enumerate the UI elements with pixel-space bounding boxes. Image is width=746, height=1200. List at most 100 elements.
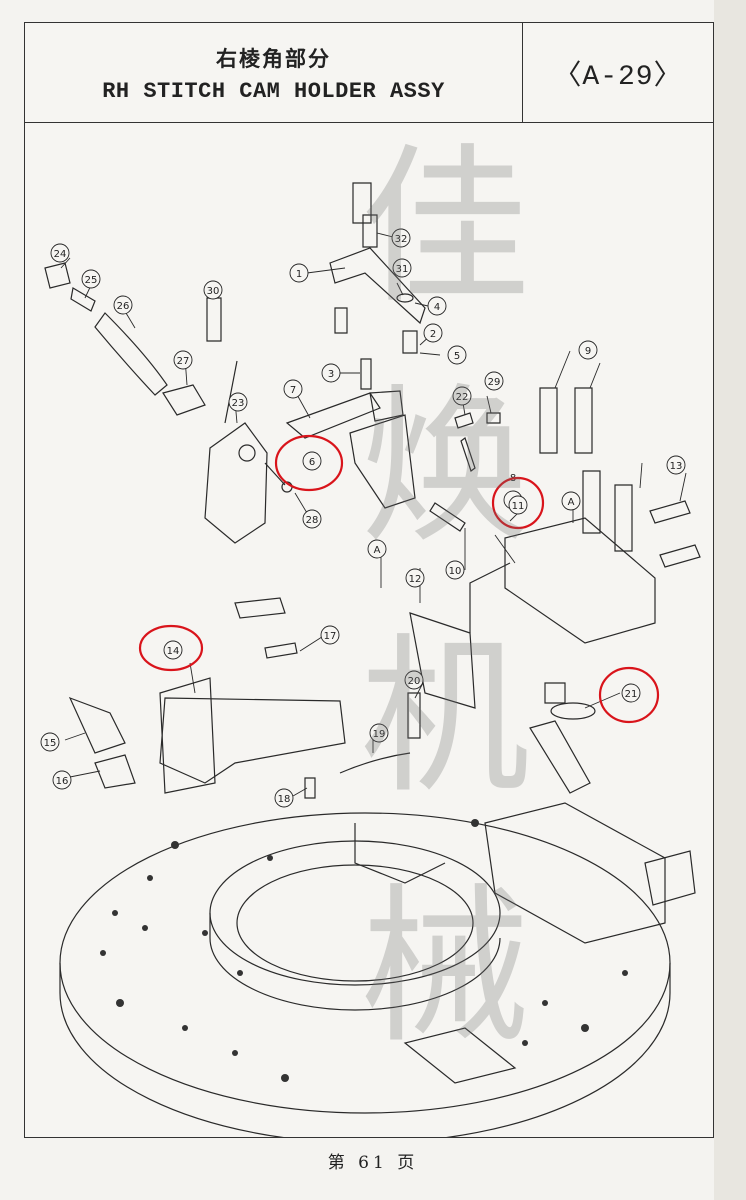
bolt-9b [574,387,593,454]
screw-13b [659,544,701,568]
nut-27 [162,384,206,416]
callout-30: 30 [207,286,220,297]
pin-4 [402,330,418,354]
washer-21 [550,702,596,720]
page-code-cell: 〈A-29〉 [523,23,713,122]
plate-12 [409,612,476,709]
base-holes [100,819,628,1082]
callout-23: 23 [232,398,245,409]
title-cell: 右棱角部分 RH STITCH CAM HOLDER ASSY [25,23,523,122]
base-plate-edge [59,963,671,1137]
arrow-label-a-left: A [374,545,381,556]
page-code: 〈A-29〉 [553,61,683,93]
spring-19 [339,752,411,774]
callout-13: 13 [670,461,683,472]
callout-12: 12 [409,574,422,585]
callout-28: 28 [306,515,319,526]
lever-1 [329,247,426,325]
screw-20 [407,692,421,739]
callout-26: 26 [117,301,130,312]
pin-2 [334,307,348,334]
base-slot [403,1027,517,1084]
highlight-callout-6 [274,434,344,492]
screw-14 [234,597,286,619]
plate-12-lead [469,562,511,633]
callout-bubbles [40,228,686,808]
screw-top [352,182,372,224]
slider-7 [285,392,381,439]
cam-holder-14 [159,697,346,784]
callout-5: 5 [454,351,460,362]
callout-19: 19 [373,729,386,740]
pin-10 [429,502,466,532]
callout-14: 14 [167,646,180,657]
highlight-callout-11 [491,476,545,530]
assembled-unit [484,802,666,944]
header: 右棱角部分 RH STITCH CAM HOLDER ASSY 〈A-29〉 [25,23,713,123]
callout-18: 18 [278,794,291,805]
screw-25 [70,287,96,312]
bracket-23 [204,422,268,544]
slider-7-head [369,390,404,422]
callout-11: 11 [512,501,525,512]
washer-31 [396,293,414,303]
callout-4: 4 [434,302,440,313]
assembled-tab [644,850,696,906]
bolt-30 [206,297,222,342]
adjacent-page-edge [714,0,746,1200]
callout-29: 29 [488,377,501,388]
screw-3 [360,358,372,390]
block-6 [349,414,416,509]
title-english: RH STITCH CAM HOLDER ASSY [102,79,445,104]
screw-17 [264,642,298,659]
callout-20: 20 [408,676,421,687]
callout-7: 7 [290,385,296,396]
callout-32: 32 [395,234,408,245]
knob-24 [44,262,71,289]
base-plate-outline [59,812,671,1114]
screw-21 [544,682,566,704]
title-chinese: 右棱角部分 [216,46,331,71]
bolt-9d [614,484,633,552]
assembled-spring [529,720,591,794]
callout-16: 16 [56,776,69,787]
callout-numbers: 1 2 3 4 5 6 7 8 9 10 11 12 13 14 15 16 1… [44,234,683,805]
pin-18 [304,777,316,799]
callout-1: 1 [296,269,302,280]
page-number: 第 61 页 [327,1153,419,1173]
inner-ring-wall [209,913,501,1011]
cam-15 [68,696,126,754]
spring-22 [460,437,476,472]
diagram-linework [44,182,701,1137]
highlight-callout-14 [138,624,204,672]
callout-10: 10 [449,566,462,577]
callout-3: 3 [328,369,334,380]
callout-21: 21 [625,689,638,700]
callout-2: 2 [430,329,436,340]
callout-9: 9 [585,346,591,357]
highlight-callout-21 [598,666,660,724]
callout-27: 27 [177,356,190,367]
screw-22 [454,412,474,429]
inner-ring-hole [236,864,474,982]
screw-13a [649,500,691,524]
ring-notch [354,823,446,884]
cam-16 [94,754,136,789]
bracket-hole [238,444,256,462]
highlight-circles [138,434,660,724]
page-frame: 右棱角部分 RH STITCH CAM HOLDER ASSY 〈A-29〉 [24,22,714,1138]
callout-22: 22 [456,392,469,403]
screw-32 [362,214,378,248]
leader-lines [60,232,687,797]
callout-31: 31 [396,264,409,275]
block-11 [504,517,656,644]
bolt-9a [539,387,558,454]
screw-29 [486,412,501,424]
exploded-parts-diagram: 1 2 3 4 5 6 7 8 9 10 11 12 13 14 15 16 1… [40,182,701,1137]
callout-17: 17 [324,631,337,642]
bolt-9c [582,470,601,534]
arrow-label-a-right: A [568,497,575,508]
callout-25: 25 [85,275,98,286]
callout-15: 15 [44,738,57,749]
spring-26 [94,312,168,396]
